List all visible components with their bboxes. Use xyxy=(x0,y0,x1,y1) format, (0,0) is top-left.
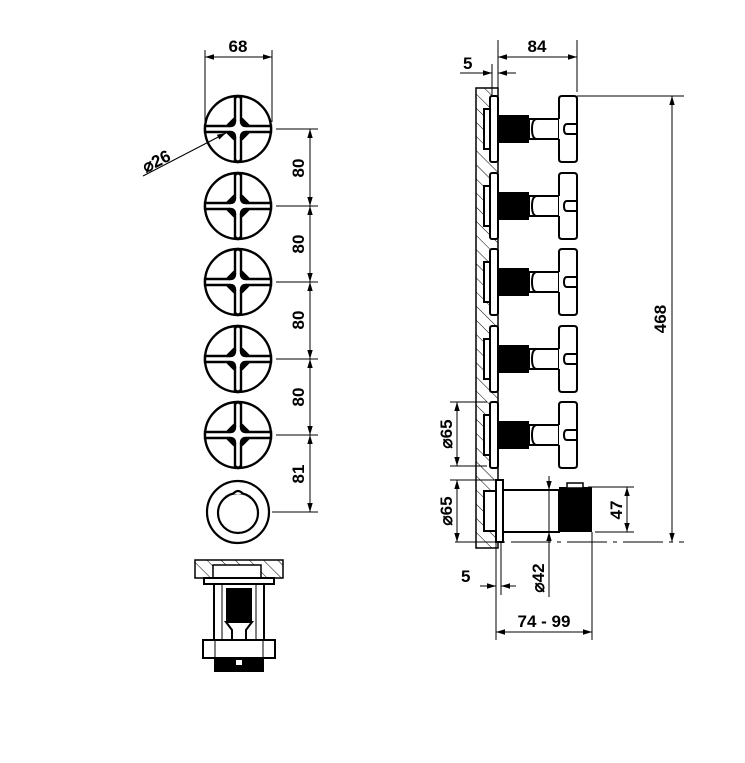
spacing-1: 80 xyxy=(289,159,308,178)
side-handle-5 xyxy=(483,401,578,469)
width-dimension: 68 xyxy=(229,37,248,56)
spacing-4: 80 xyxy=(289,388,308,407)
diverter-ring xyxy=(205,479,271,545)
svg-text:⌀65: ⌀65 xyxy=(437,419,456,448)
wall-offset-bottom: 5 xyxy=(461,567,470,586)
side-handle-1 xyxy=(483,95,578,163)
handle-knob-4 xyxy=(203,324,273,394)
spacing-2: 80 xyxy=(289,235,308,254)
handle-knob-5 xyxy=(203,400,273,470)
depth-dimension: 84 xyxy=(528,37,547,56)
handle-knob-2 xyxy=(203,171,273,241)
spacing-3: 80 xyxy=(289,311,308,330)
bottom-view xyxy=(194,559,284,672)
front-view: 68 ⌀26 80 80 80 80 81 xyxy=(139,37,318,545)
handle-knob-3 xyxy=(203,247,273,317)
spacing-dimensions: 80 80 80 80 81 xyxy=(272,128,318,513)
svg-text:⌀42: ⌀42 xyxy=(529,563,548,592)
spacing-5: 81 xyxy=(289,465,308,484)
projection-range-dimension: 74 - 99 xyxy=(518,612,571,631)
diverter-side xyxy=(483,479,592,543)
handle-knob-1 xyxy=(203,94,273,164)
side-handle-4 xyxy=(483,325,578,393)
wall-offset-top: 5 xyxy=(463,54,472,73)
svg-text:⌀26: ⌀26 xyxy=(139,146,174,176)
total-height-dimension: 468 xyxy=(651,305,670,333)
handle-diameter-dimension: 65 xyxy=(437,419,456,438)
diverter-diameter-dimension: 65 xyxy=(437,496,456,515)
diverter-knob-height: 47 xyxy=(607,501,626,520)
spout-diameter-dimension: 42 xyxy=(529,563,548,582)
side-view: 84 5 468 ⌀65 ⌀65 47 ⌀42 5 xyxy=(437,37,684,640)
side-handle-3 xyxy=(483,248,578,316)
side-handle-2 xyxy=(483,172,578,240)
svg-text:⌀65: ⌀65 xyxy=(437,496,456,525)
